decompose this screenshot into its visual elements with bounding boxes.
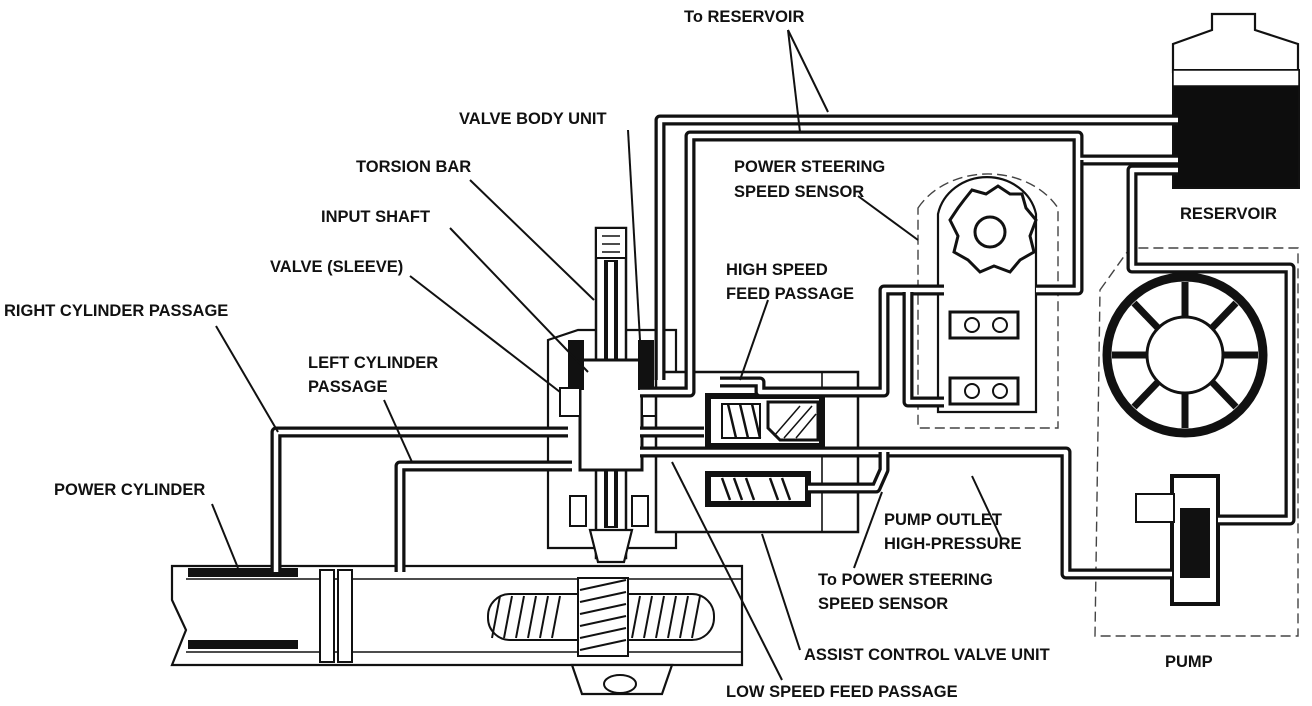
- valve-body-unit: [546, 226, 678, 564]
- label-valve-body-unit: VALVE BODY UNIT: [459, 110, 607, 128]
- rack-gear: [487, 577, 715, 657]
- label-ps-speed-sensor-2: SPEED SENSOR: [734, 183, 864, 201]
- label-torsion-bar: TORSION BAR: [356, 158, 471, 176]
- fluid-lines: [270, 114, 1296, 580]
- label-low-speed-feed: LOW SPEED FEED PASSAGE: [726, 683, 958, 701]
- reservoir-tank: [1171, 12, 1300, 189]
- label-high-speed-1: HIGH SPEED: [726, 261, 828, 279]
- label-power-cylinder: POWER CYLINDER: [54, 481, 205, 499]
- label-input-shaft: INPUT SHAFT: [321, 208, 430, 226]
- speed-sensor-housing: [917, 173, 1059, 429]
- pump-assembly: [1094, 247, 1299, 637]
- label-pump-outlet-1: PUMP OUTLET: [884, 511, 1002, 529]
- label-left-cylinder-1: LEFT CYLINDER: [308, 354, 438, 372]
- label-ps-speed-sensor-1: POWER STEERING: [734, 158, 885, 176]
- label-to-reservoir: To RESERVOIR: [684, 8, 804, 26]
- labels: To RESERVOIR VALVE BODY UNIT TORSION BAR…: [4, 8, 1277, 701]
- label-reservoir: RESERVOIR: [1180, 205, 1277, 223]
- label-pump: PUMP: [1165, 653, 1213, 671]
- label-assist-control-valve: ASSIST CONTROL VALVE UNIT: [804, 646, 1050, 664]
- label-to-ps-sensor-2: SPEED SENSOR: [818, 595, 948, 613]
- label-high-speed-2: FEED PASSAGE: [726, 285, 854, 303]
- label-pump-outlet-2: HIGH-PRESSURE: [884, 535, 1022, 553]
- label-left-cylinder-2: PASSAGE: [308, 378, 387, 396]
- label-to-ps-sensor-1: To POWER STEERING: [818, 571, 993, 589]
- label-valve-sleeve: VALVE (SLEEVE): [270, 258, 403, 276]
- leader-lines: [211, 29, 1003, 681]
- label-right-cylinder-passage: RIGHT CYLINDER PASSAGE: [4, 302, 228, 320]
